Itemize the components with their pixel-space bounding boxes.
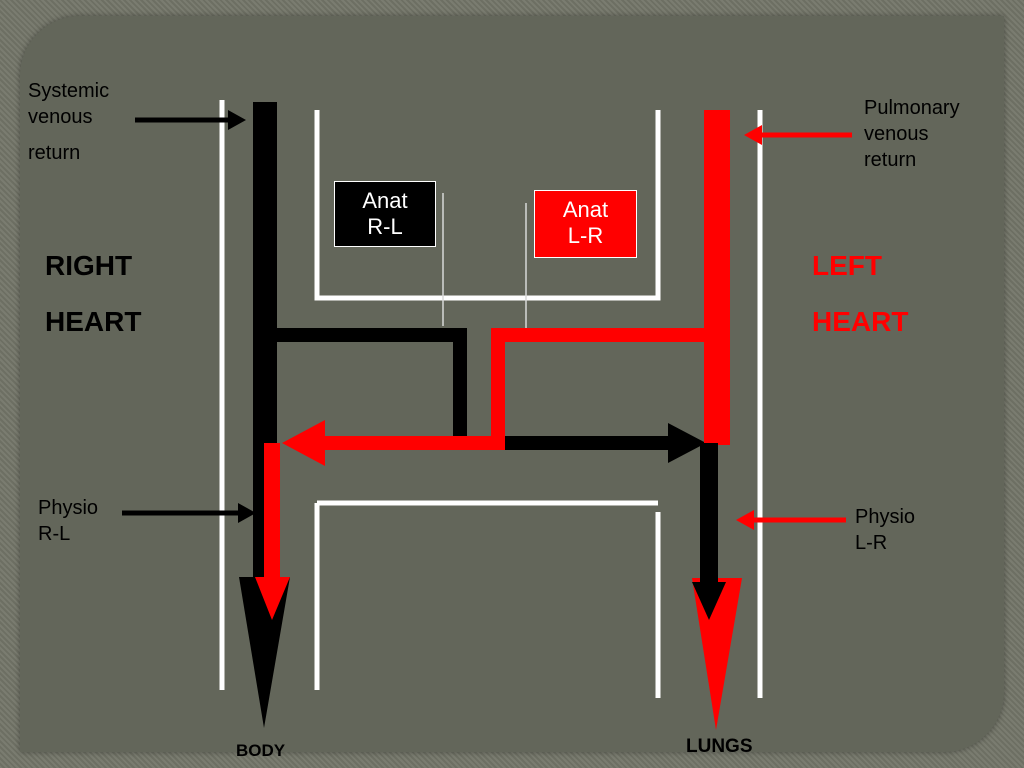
lungs-label: LUNGS bbox=[686, 736, 753, 757]
red-arrow-body bbox=[255, 577, 290, 620]
mixing-red-arrow-head bbox=[282, 420, 325, 466]
left-heart-label: LEFT HEART bbox=[812, 250, 909, 337]
body-label: BODY bbox=[236, 741, 286, 760]
lungs-arrow bbox=[692, 578, 742, 730]
right-heart-label: RIGHT HEART bbox=[45, 250, 142, 337]
anat-lr-shunt bbox=[325, 328, 704, 450]
physio-rl-label: Physio R-L bbox=[38, 497, 99, 545]
anat-rl-shunt bbox=[277, 328, 467, 436]
left-channel-lower-overlay bbox=[700, 443, 718, 583]
diagram-panel bbox=[20, 16, 1004, 752]
upper-septum-wall bbox=[314, 110, 661, 301]
vessel-walls bbox=[219, 100, 763, 698]
mixing-arrow-head bbox=[668, 423, 706, 463]
right-channel-red bbox=[264, 443, 280, 583]
physio-rl-pointer-head bbox=[238, 503, 256, 523]
deoxygenated-path bbox=[239, 102, 718, 728]
anat-lr-box: Anat L-R bbox=[534, 190, 637, 258]
physio-lr-pointer-head bbox=[736, 510, 754, 530]
black-arrow-lungs bbox=[692, 582, 726, 620]
oxygenated-path bbox=[255, 110, 742, 730]
pulmonary-pointer-head bbox=[744, 125, 762, 145]
pulmonary-venous-return-label: Pulmonary venous return bbox=[864, 97, 960, 171]
anat-rl-box: Anat R-L bbox=[334, 181, 436, 247]
physio-lr-label: Physio L-R bbox=[855, 506, 916, 554]
systemic-venous-return-label: Systemic venous return bbox=[28, 80, 110, 164]
left-heart-channel bbox=[704, 110, 730, 445]
body-arrow bbox=[239, 577, 290, 728]
pointer-arrows bbox=[122, 110, 852, 530]
systemic-pointer-head bbox=[228, 110, 246, 130]
